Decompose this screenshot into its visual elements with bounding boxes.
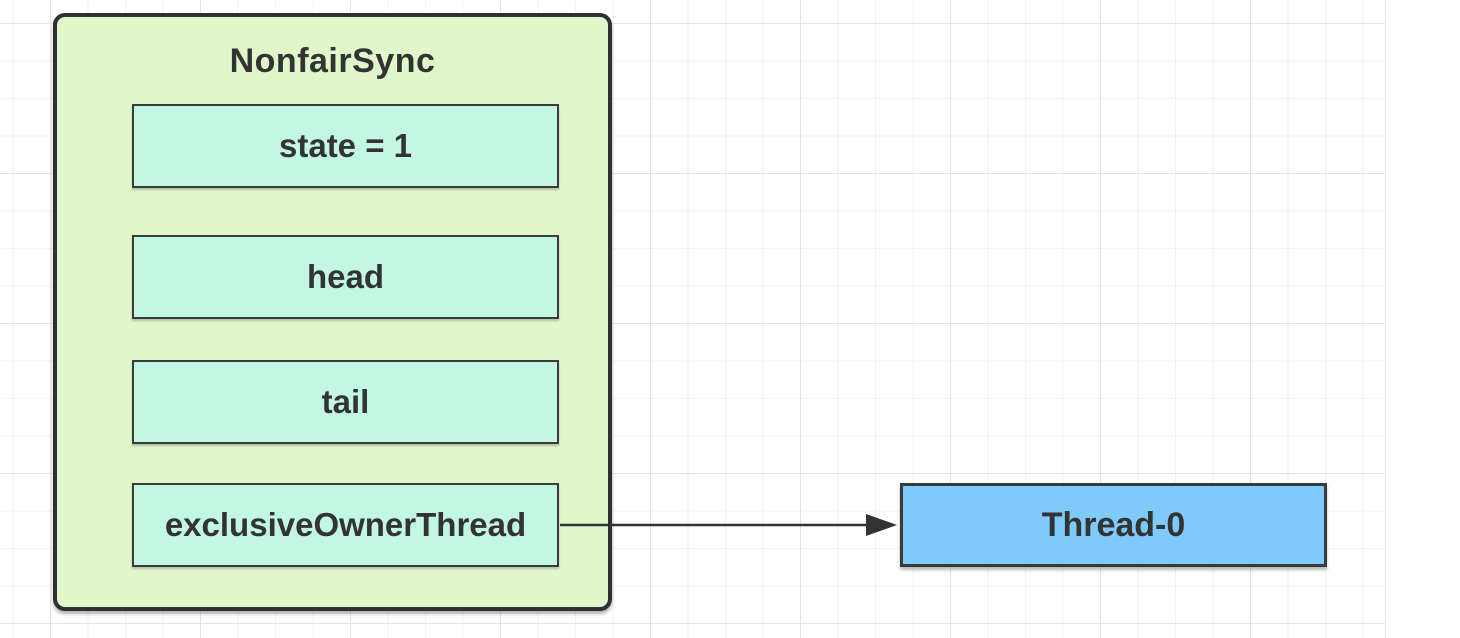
nonfairsync-object-box: NonfairSync state = 1 head tail exclusiv… <box>53 13 612 611</box>
field-head: head <box>132 235 559 319</box>
object-title: NonfairSync <box>229 41 436 80</box>
thread-node: Thread-0 <box>900 483 1327 567</box>
field-state: state = 1 <box>132 104 559 188</box>
field-exclusive-owner-thread: exclusiveOwnerThread <box>132 483 559 567</box>
field-tail: tail <box>132 360 559 444</box>
